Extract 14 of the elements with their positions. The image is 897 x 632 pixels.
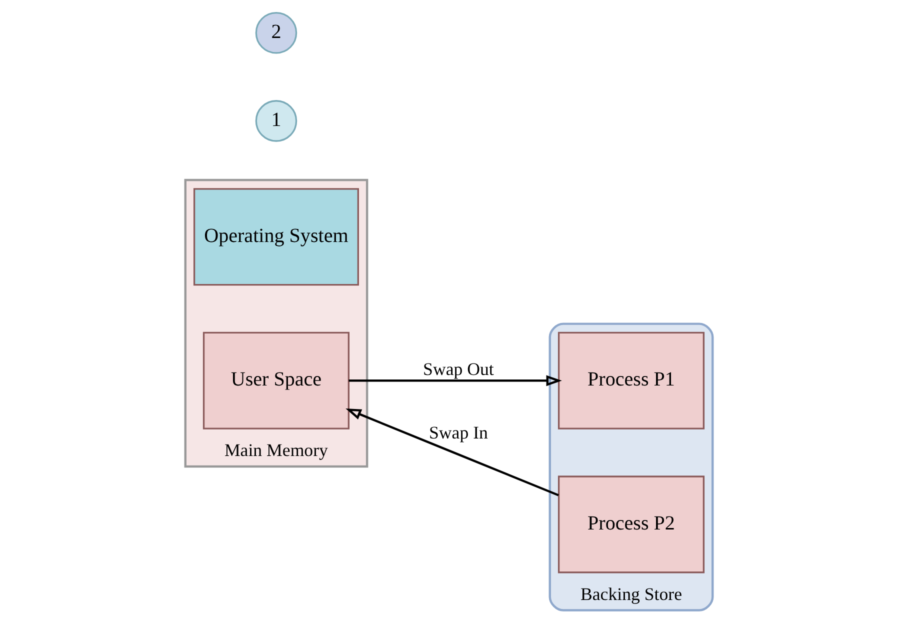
- arrow: [348, 375, 562, 386]
- edge-label: Swap In: [428, 422, 488, 442]
- node-circle: 2: [254, 12, 297, 54]
- node-box: User Space: [202, 332, 350, 430]
- cluster: [548, 322, 714, 612]
- edge-label: Swap Out: [422, 358, 494, 379]
- arrow: [345, 408, 558, 496]
- node-label: Main Memory: [224, 440, 328, 460]
- node-box: Operating System: [192, 188, 358, 286]
- node-circle: 1: [254, 100, 297, 142]
- node-label: Backing Store: [580, 584, 682, 604]
- cluster: [184, 178, 368, 468]
- node-box: Process P2: [557, 476, 704, 574]
- node-box: Process P1: [557, 332, 704, 430]
